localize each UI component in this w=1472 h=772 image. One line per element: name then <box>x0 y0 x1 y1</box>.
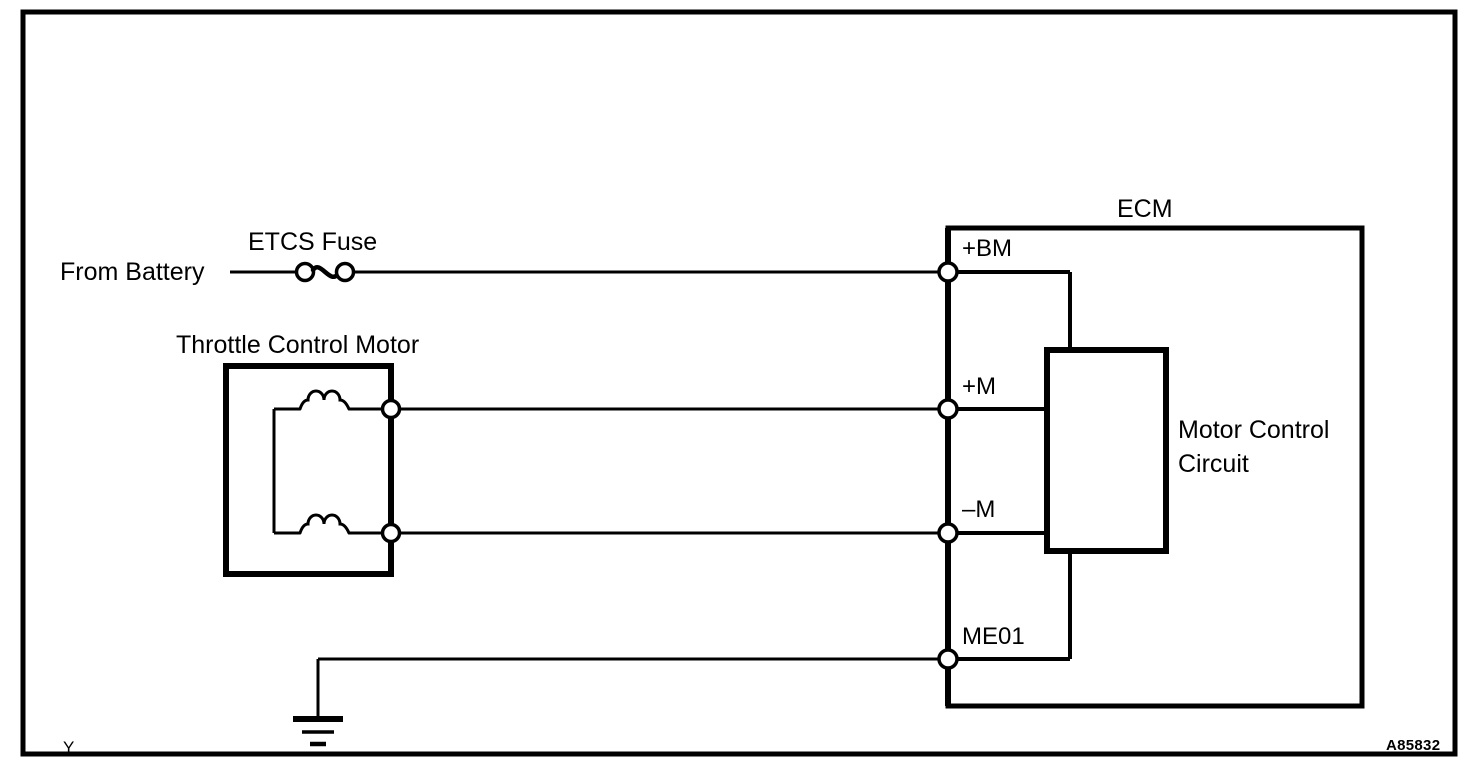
label-throttle-control-motor: Throttle Control Motor <box>176 331 420 359</box>
label-motor-control-circuit-line2: Circuit <box>1178 450 1249 478</box>
battery-feed-net <box>230 261 948 283</box>
corner-mark: Y <box>63 738 75 757</box>
label-motor-control-circuit-line1: Motor Control <box>1178 416 1330 444</box>
ecm-terminal-connector-plus-m <box>937 398 959 420</box>
ecm-internal-bm-wire <box>948 270 1072 350</box>
terminal-label-bm: +BM <box>962 235 1013 262</box>
figure-code: A85832 <box>1386 737 1441 754</box>
chassis-ground-icon <box>293 716 343 747</box>
motor-terminal-plus-m-connector <box>380 398 402 420</box>
etcs-fuse-symbol <box>294 261 356 283</box>
throttle-control-motor-box <box>223 363 394 577</box>
motor-control-circuit-box <box>1044 347 1169 554</box>
terminal-label-plus-m: +M <box>962 373 997 400</box>
terminal-label-me01: ME01 <box>962 623 1025 650</box>
motor-to-ecm-wires <box>391 407 948 535</box>
motor-coil-lower-icon <box>298 513 351 535</box>
chassis-ground-net <box>316 657 948 719</box>
ecm-terminal-connector-bm <box>937 261 959 283</box>
label-from-battery: From Battery <box>60 258 205 286</box>
label-ecm: ECM <box>1117 195 1173 223</box>
motor-coil-upper-icon <box>298 389 351 411</box>
ecm-internal-me01-wire <box>948 551 1072 661</box>
motor-terminal-minus-m-connector <box>380 522 402 544</box>
ecm-terminal-connector-me01 <box>937 648 959 670</box>
terminal-label-minus-m: –M <box>962 496 996 523</box>
diagram-frame <box>20 9 1458 757</box>
ecm-terminal-connector-minus-m <box>937 522 959 544</box>
label-etcs-fuse: ETCS Fuse <box>248 228 378 256</box>
